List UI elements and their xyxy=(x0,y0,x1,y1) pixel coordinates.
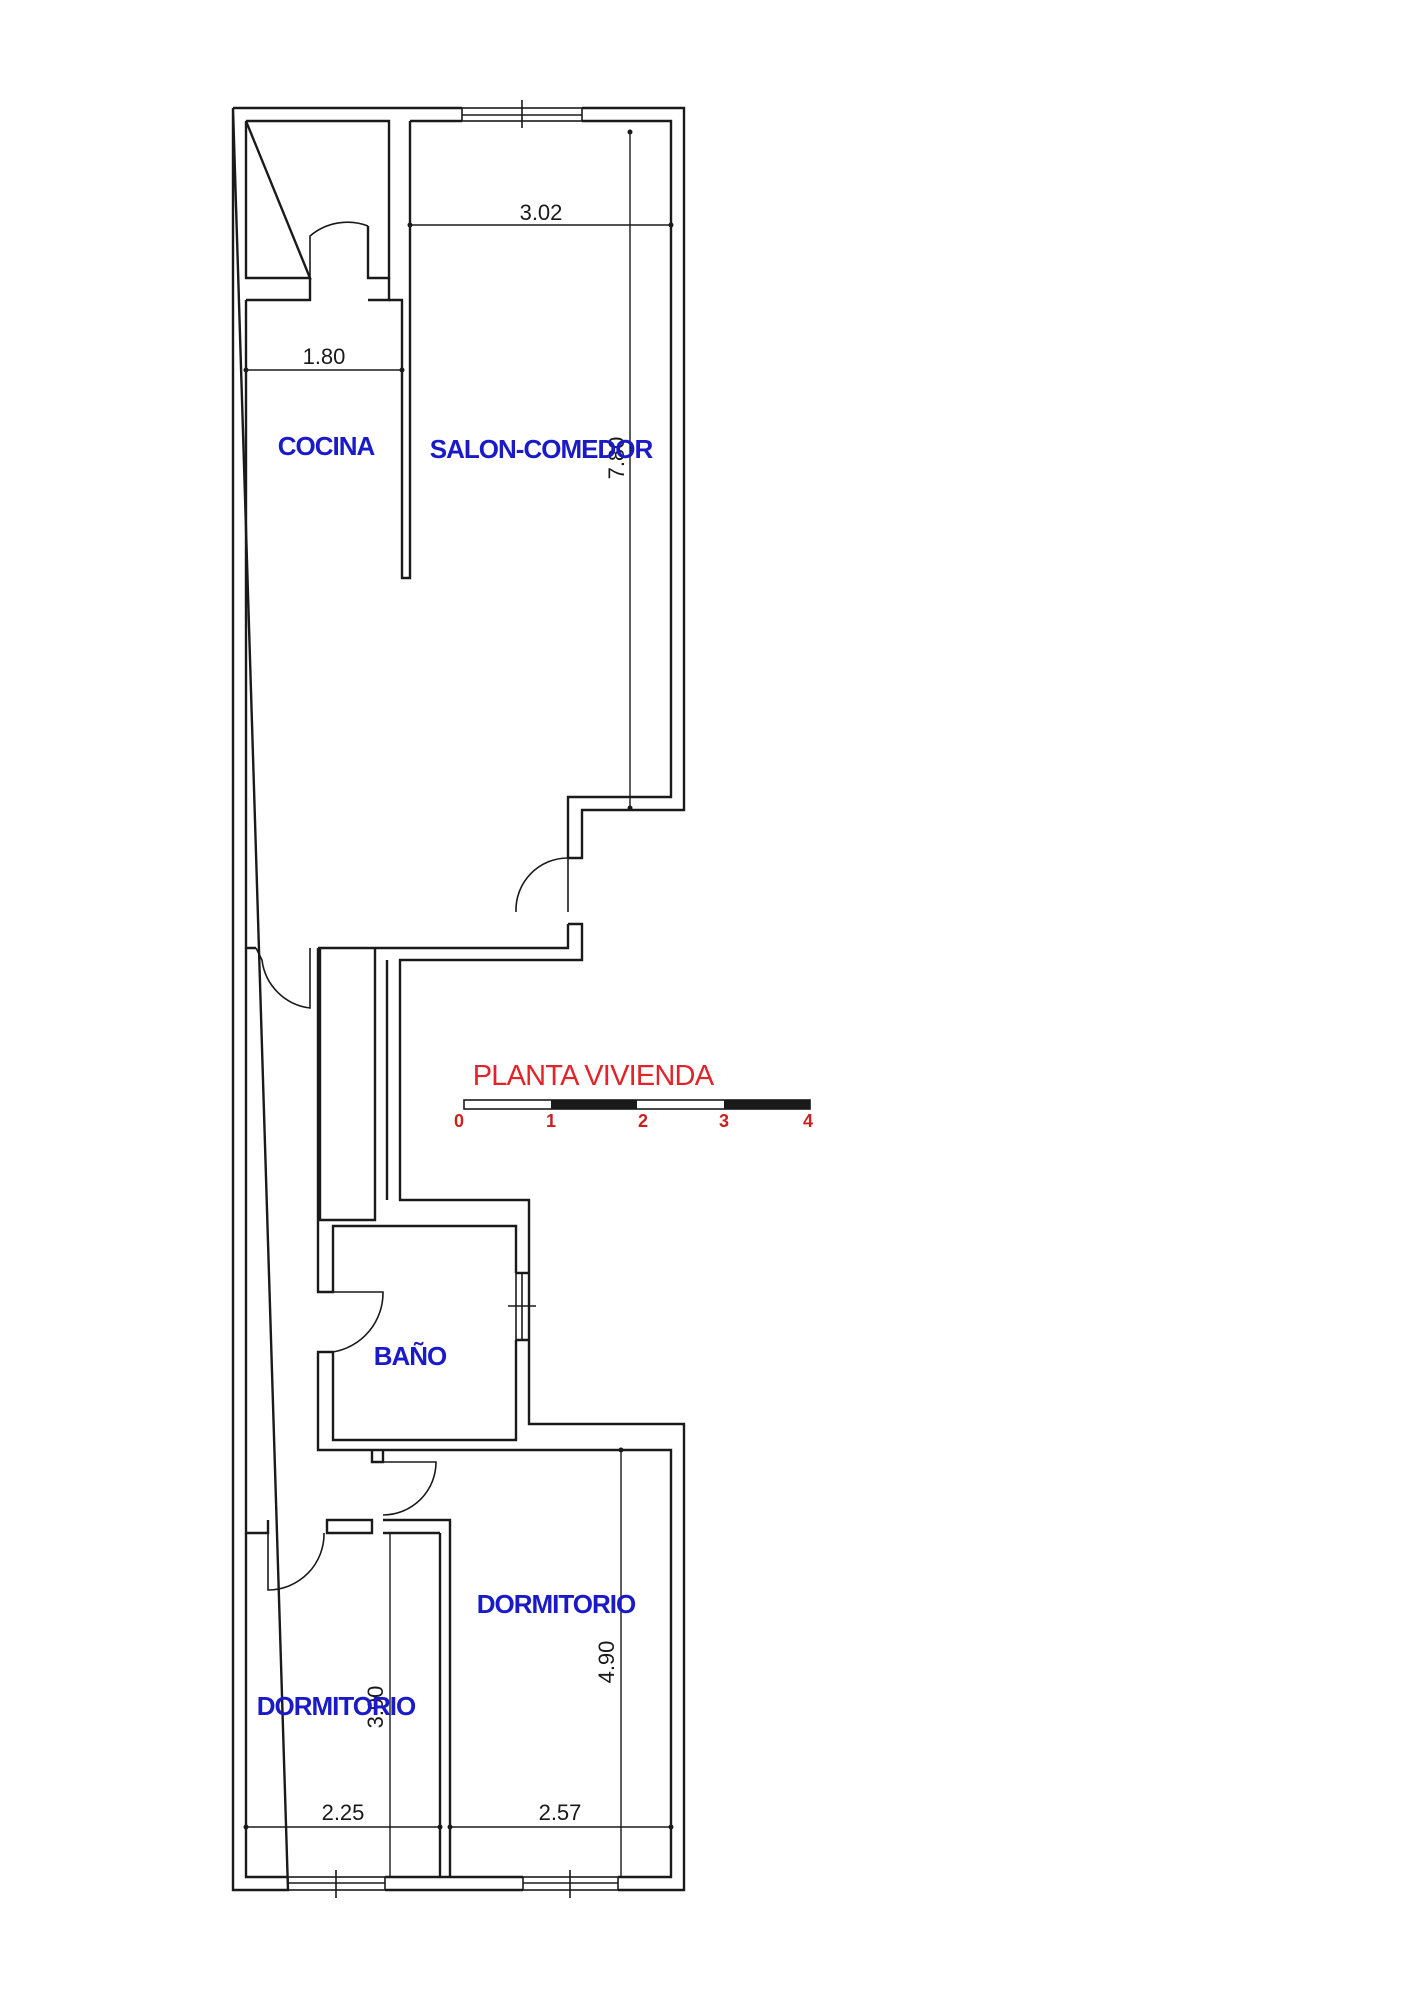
door-arc-bathroom xyxy=(332,1291,384,1353)
room-label-bano: BAÑO xyxy=(374,1341,447,1371)
door-arc-kitchen xyxy=(309,221,369,278)
dim-dorm-left-width: 2.25 xyxy=(322,1800,365,1825)
scale-label-4: 4 xyxy=(803,1111,813,1131)
windows xyxy=(287,100,619,1898)
scale-label-0: 0 xyxy=(454,1111,464,1131)
scale-label-2: 2 xyxy=(638,1111,648,1131)
doors xyxy=(255,221,569,1591)
plan-title: PLANTA VIVIENDA xyxy=(473,1060,715,1092)
window-top xyxy=(461,100,583,128)
dim-dorm-left-length: 3.90 xyxy=(363,1686,388,1729)
scale-bar-labels: 0 1 2 3 4 xyxy=(454,1111,813,1131)
window-bathroom xyxy=(508,1272,536,1341)
dim-salon-length: 7.80 xyxy=(604,437,629,480)
dim-dorm-right-length: 4.90 xyxy=(594,1641,619,1684)
room-label-dormitorio-right: DORMITORIO xyxy=(477,1589,636,1619)
dimension-lines xyxy=(243,129,674,1877)
room-label-dormitorio-left: DORMITORIO xyxy=(257,1691,416,1721)
door-arc-bedroom-right xyxy=(382,1461,437,1516)
scale-bar xyxy=(463,1099,811,1110)
dim-salon-width: 3.02 xyxy=(520,200,563,225)
bathroom-walls xyxy=(316,1224,673,1879)
scale-label-1: 1 xyxy=(546,1111,556,1131)
bedroom-walls xyxy=(244,1518,523,1879)
door-arc-bedroom-left xyxy=(267,1532,325,1591)
door-arc-salon xyxy=(515,857,569,913)
room-label-cocina: COCINA xyxy=(278,431,376,461)
window-bedroom-right xyxy=(522,1870,619,1898)
room-label-salon: SALON-COMEDOR xyxy=(430,434,654,464)
outer-walls xyxy=(231,106,686,1892)
dim-cocina-width: 1.80 xyxy=(303,344,346,369)
door-arc-corridor xyxy=(255,947,311,1009)
window-bedroom-left xyxy=(287,1870,386,1898)
scale-label-3: 3 xyxy=(719,1111,729,1131)
dim-dorm-right-width: 2.57 xyxy=(539,1800,582,1825)
